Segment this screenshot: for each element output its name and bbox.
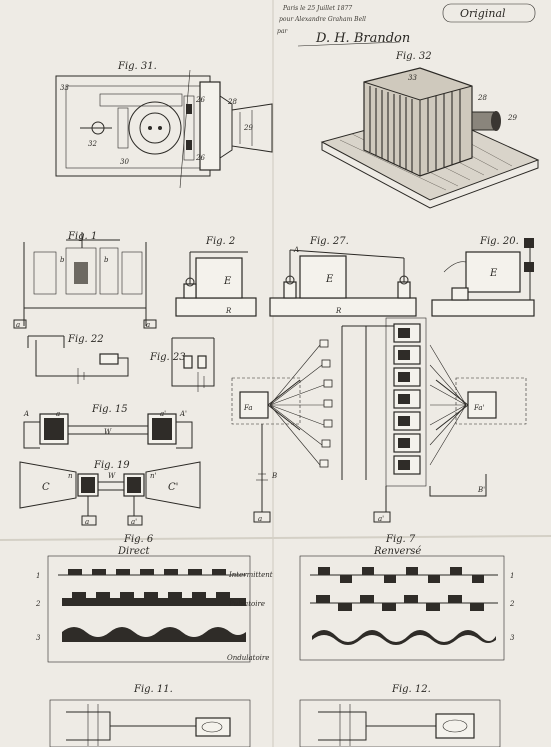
fig23-title: Fig. 23. [149,352,189,363]
fig20-drawing [431,238,535,317]
figure-label: a' [160,410,166,418]
figure-label: Intermittent [228,571,273,579]
fig7-frame [299,555,505,661]
figure-label: R [335,307,342,315]
fig11-drawing [49,699,251,747]
figure-label: A' [179,410,187,418]
fig20-title: Fig. 20. [479,236,519,247]
figure-label: Pulsatoire [228,600,265,608]
header-note-line2: pour Alexandre Graham Bell [279,16,366,23]
figure-label: 29 [243,124,253,132]
figure-label: 2 [509,600,515,608]
fig12-title: Fig. 12. [391,684,431,695]
figure-label: 29 [507,114,517,122]
header-note-line1: Paris le 25 Juillet 1877 [282,5,352,12]
figure-label: 3 [36,634,41,642]
fig31-drawing [55,69,273,189]
figure-label: C' [168,482,178,493]
fig27-title: Fig. 27. [309,236,349,247]
figure-label: A [293,246,299,254]
fig2-title: Fig. 2 [205,236,235,247]
fig1-drawing [13,232,157,329]
figure-label: B' [477,486,485,494]
fig6-frame [47,555,251,663]
figure-label: Fa' [473,404,485,412]
fig19-drawing [19,461,201,526]
figure-label: 26 [195,96,205,104]
figure-label: C [42,482,50,493]
fig2-drawing [175,251,257,317]
figure-label: E [223,276,232,287]
figure-label: 1 [510,572,514,580]
fig7-title: Fig. 7 [385,534,416,545]
figure-label: 32 [88,140,97,148]
figure-label: E [489,268,498,279]
fig22-title: Fig. 22 [67,334,104,345]
fig32-title: Fig. 32 [395,51,432,62]
fig15-title: Fig. 15 [91,404,128,415]
fig6-subtitle: Direct [117,546,151,557]
figure-label: a [85,518,89,526]
figure-label: a [56,410,60,418]
figure-label: a [146,321,150,329]
fig12-drawing [299,699,501,747]
figure-label: b [60,256,65,264]
figure-label: Fa [243,404,253,412]
signature-underline [297,41,401,47]
figure-label: a' [378,515,384,523]
fig6-title: Fig. 6 [123,534,154,545]
figure-label: W [108,472,116,480]
figure-label: 28 [227,98,237,106]
original-stamp-frame [442,3,536,23]
figure-label: B [271,472,277,480]
figure-label: 30 [120,158,129,166]
fig11-title: Fig. 11. [133,684,173,695]
relay-stack [385,317,427,487]
figure-label: a' [131,518,137,526]
figure-label: 33 [408,74,417,82]
fold-line-horizontal [0,535,551,541]
figure-label: A [23,410,29,418]
figure-label: n [68,472,73,480]
figure-label: 3 [510,634,515,642]
header-note-line3: par [277,28,288,35]
figure-label: n' [150,472,157,480]
figure-label: a [16,321,20,329]
fig32-drawing [320,67,540,209]
fig7-waveforms [310,567,498,645]
fig31-title: Fig. 31. [117,61,157,72]
figure-label: 2 [35,600,41,608]
figure-label: 28 [477,94,487,102]
figure-label: 33 [60,84,69,92]
figure-label: E [325,274,334,285]
figure-label: R [225,307,232,315]
fig19-title: Fig. 19 [93,460,130,471]
figure-label: 26 [195,154,205,162]
figure-label: 1 [36,572,40,580]
multiplex-telegraph-drawing [231,317,527,523]
fig7-subtitle: Renversé [373,546,421,557]
fig15-drawing [23,413,193,449]
figure-label: a [258,515,262,523]
fig22-drawing [27,335,129,384]
original-stamp: Original [460,7,506,20]
fig27-drawing [269,249,417,317]
fig6-waveforms [58,569,246,642]
fig23-drawing [171,337,215,392]
figure-label: b [104,256,109,264]
figure-label: Ondulatoire [227,654,269,662]
figure-label: W [104,428,112,436]
